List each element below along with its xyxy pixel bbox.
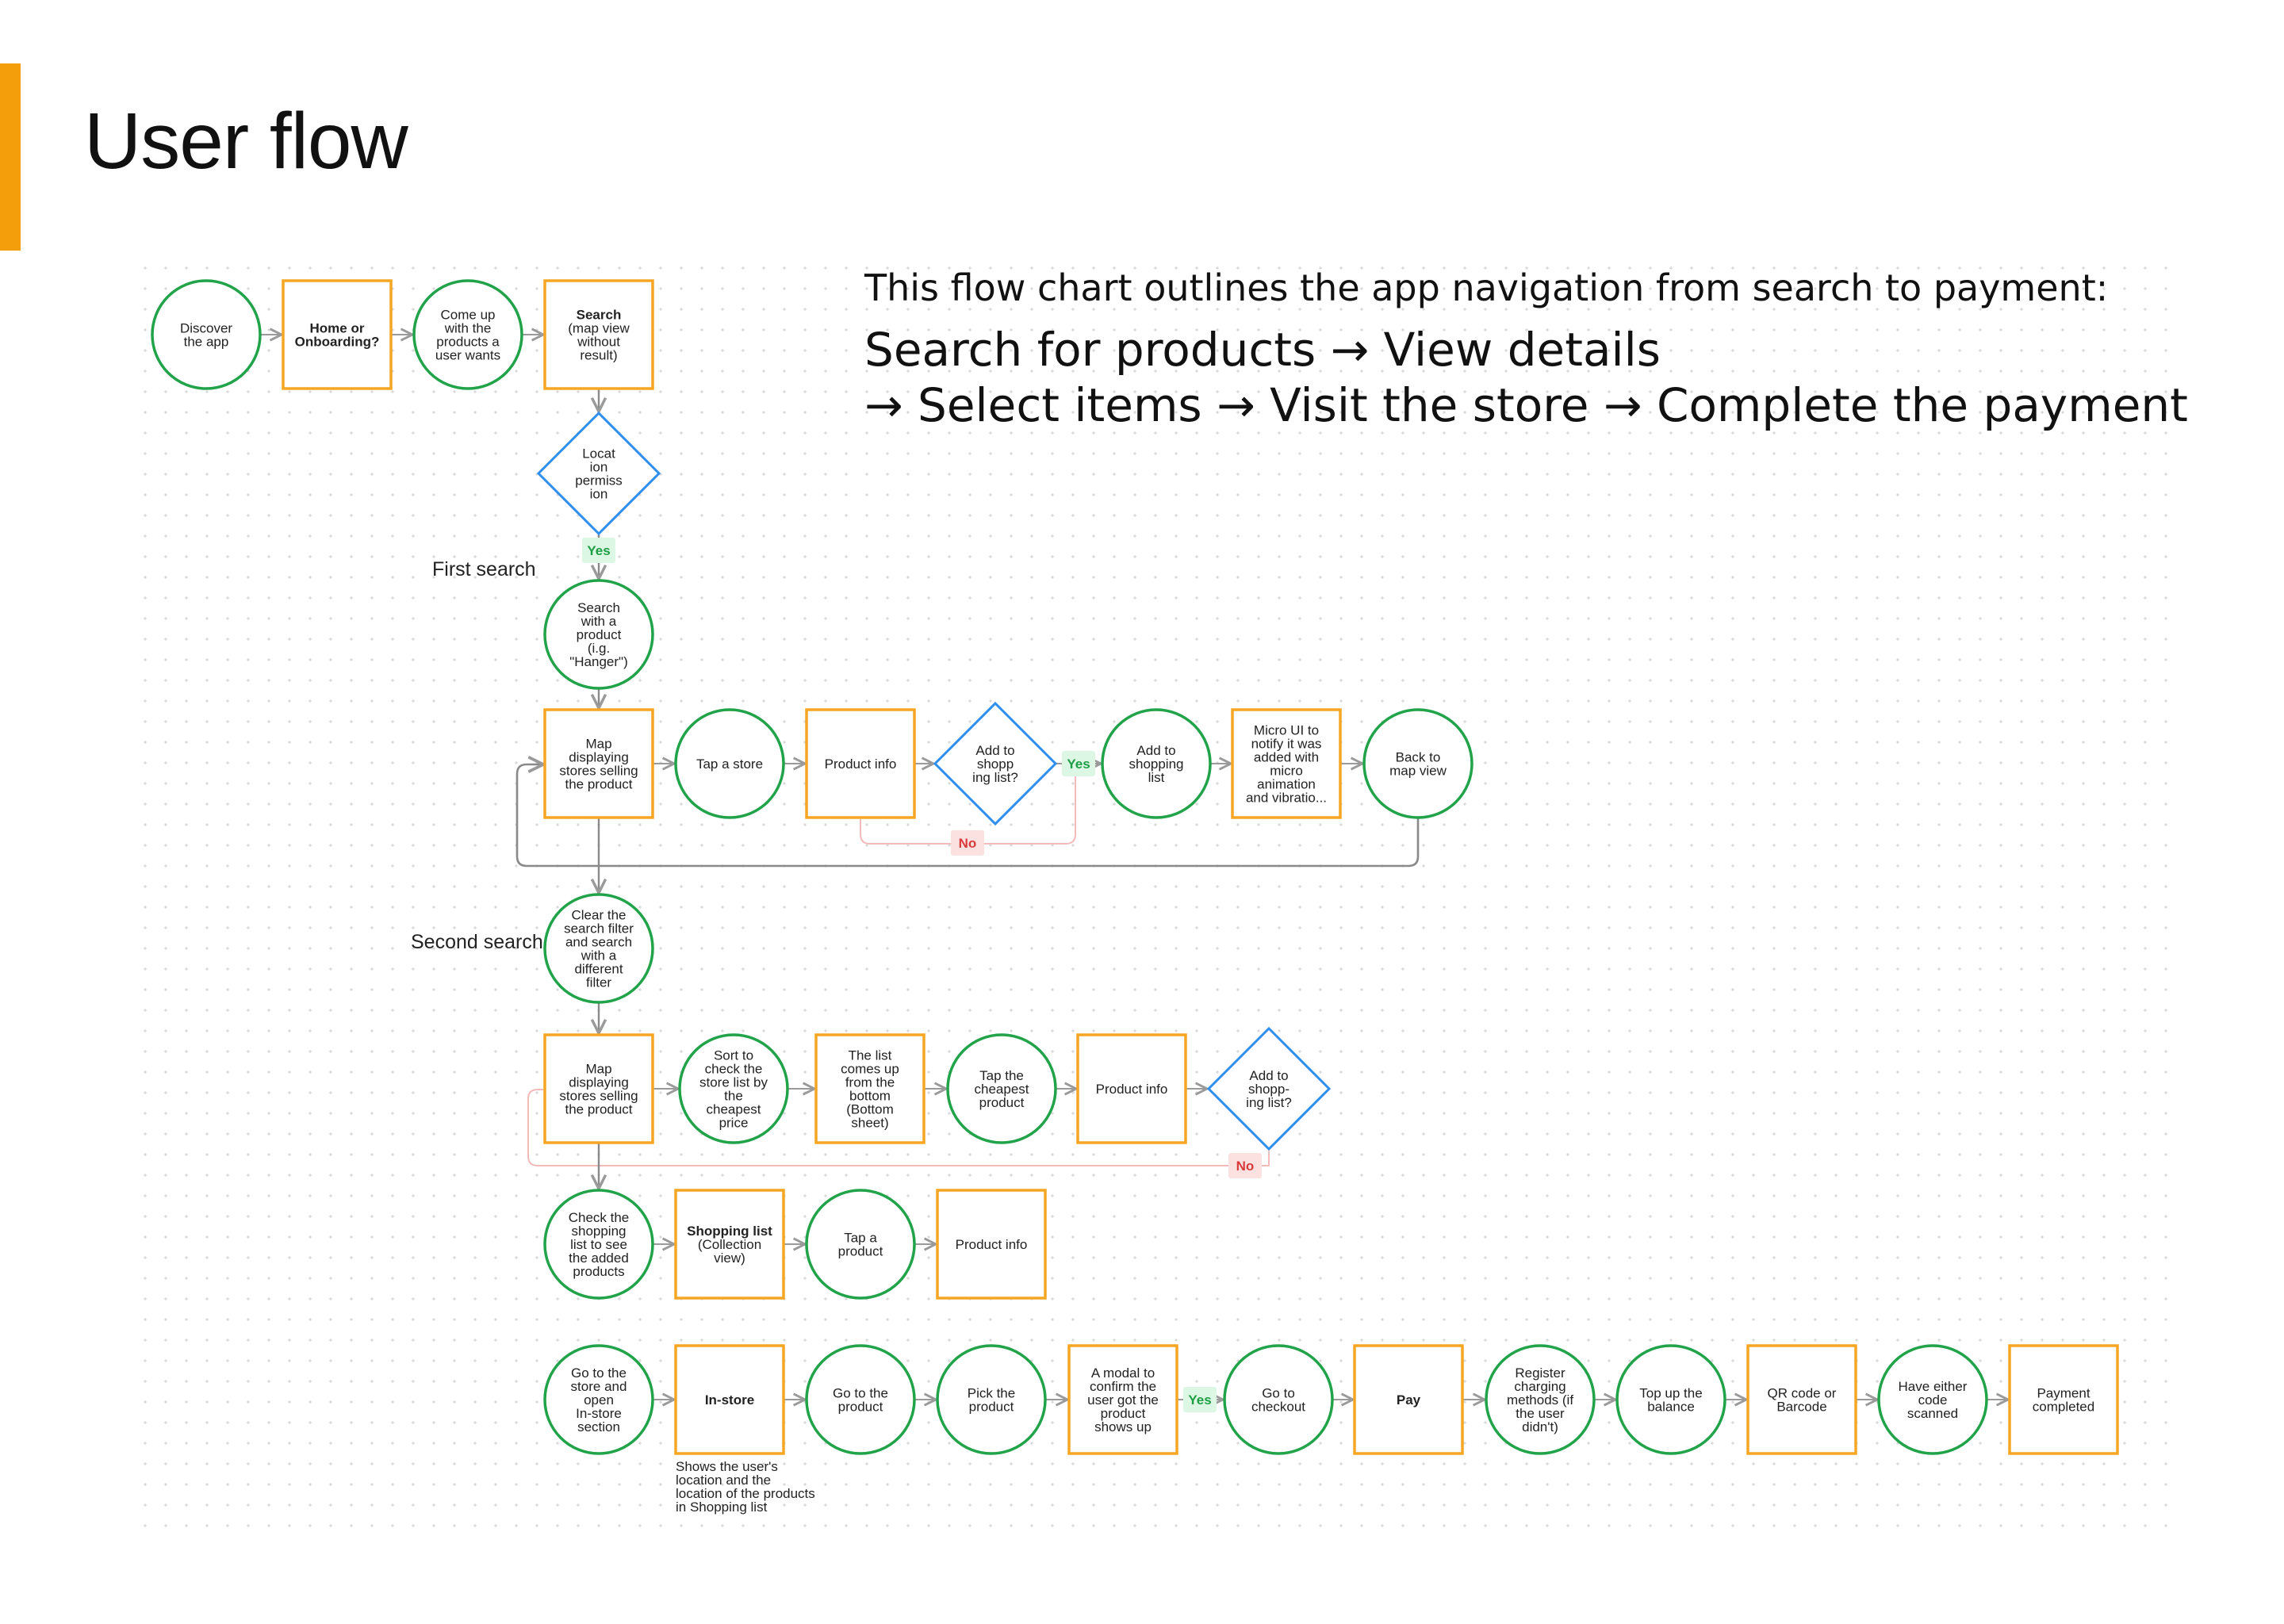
- intro-line-1: This flow chart outlines the app navigat…: [864, 266, 2109, 309]
- svg-text:Yes: Yes: [1067, 756, 1090, 772]
- connector-path: [860, 763, 1076, 845]
- intro-line-2: Search for products → View details: [864, 323, 1661, 377]
- no-badge: No: [1228, 1153, 1262, 1178]
- yes-badge: Yes: [582, 538, 615, 563]
- svg-text:No: No: [959, 836, 977, 851]
- page-title: User flow: [84, 97, 408, 186]
- svg-text:Yes: Yes: [587, 543, 610, 558]
- intro-line-3: → Select items → Visit the store → Compl…: [864, 378, 2188, 432]
- accent-bar: [0, 63, 21, 251]
- yes-badge: Yes: [1062, 751, 1095, 776]
- flow-node-product-info3: Product info: [936, 1189, 1047, 1300]
- label-first-search: First search: [432, 558, 536, 580]
- svg-text:No: No: [1236, 1159, 1255, 1174]
- connector-path: [527, 1089, 1270, 1166]
- flow-node-label: In-store: [705, 1392, 754, 1408]
- flow-node-label: Product info: [1096, 1082, 1168, 1097]
- flow-node-product-info2: Product info: [1076, 1033, 1187, 1144]
- flow-node-tap-store: Tap a store: [674, 708, 785, 819]
- no-badge: No: [951, 830, 984, 856]
- flow-node-pay: Pay: [1353, 1344, 1464, 1455]
- connector-path: [515, 764, 1420, 868]
- flow-node-label: Tap a store: [696, 756, 763, 772]
- label-second-search: Second search: [411, 931, 543, 953]
- svg-text:Yes: Yes: [1188, 1392, 1211, 1408]
- flow-node-label: Pay: [1397, 1392, 1421, 1408]
- yes-badge: Yes: [1183, 1387, 1217, 1412]
- dotted-canvas: [135, 258, 2181, 1538]
- flow-node-label: Product info: [825, 756, 897, 772]
- flow-node-label: Product info: [956, 1237, 1028, 1252]
- flow-node-product-info1: Product info: [805, 708, 916, 819]
- intro-text: This flow chart outlines the app navigat…: [864, 263, 2188, 433]
- flow-node-in-store: In-store: [674, 1344, 785, 1455]
